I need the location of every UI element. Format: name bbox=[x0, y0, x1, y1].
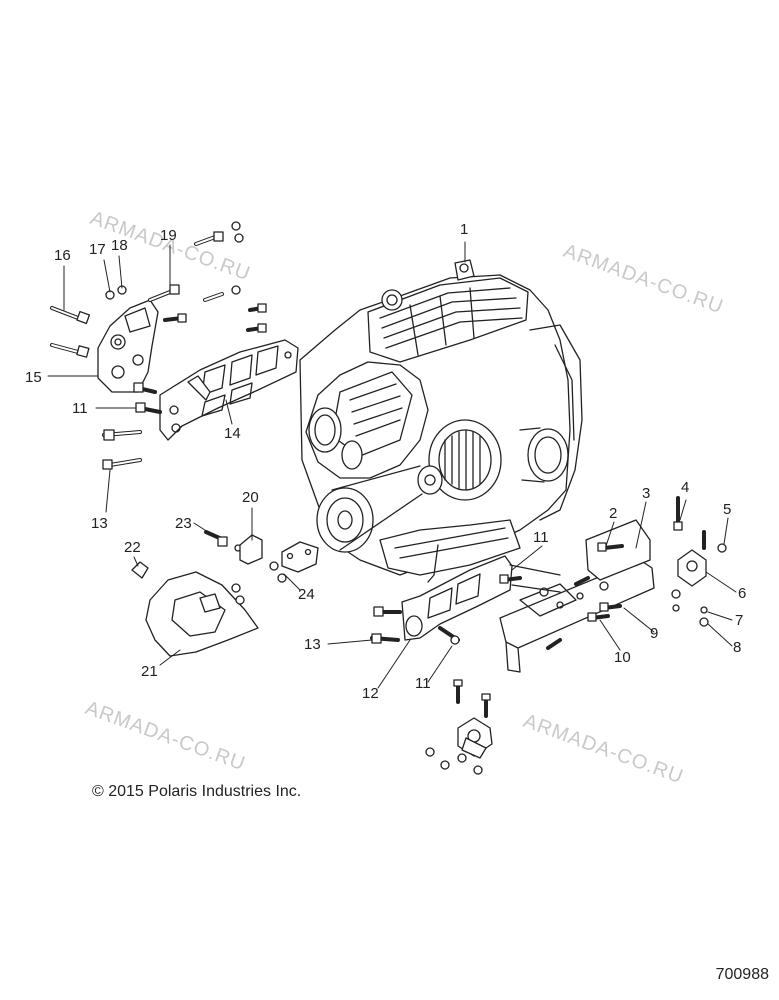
callout-8: 8 bbox=[733, 639, 742, 656]
callout-5: 5 bbox=[723, 501, 732, 518]
callout-23: 23 bbox=[175, 515, 192, 532]
callout-17: 17 bbox=[89, 241, 106, 258]
callout-13-right: 13 bbox=[304, 636, 321, 653]
callout-11-left: 11 bbox=[72, 400, 88, 417]
cross-member bbox=[499, 519, 655, 673]
callout-4: 4 bbox=[681, 479, 690, 496]
heat-shield bbox=[131, 530, 319, 657]
engine-mount-isolators bbox=[425, 549, 707, 775]
callout-7: 7 bbox=[735, 612, 744, 629]
callout-24: 24 bbox=[298, 586, 315, 603]
callout-13-left: 13 bbox=[91, 515, 108, 532]
callout-14: 14 bbox=[224, 425, 241, 442]
callout-12: 12 bbox=[362, 685, 379, 702]
callout-20: 20 bbox=[242, 489, 259, 506]
callout-3: 3 bbox=[642, 485, 651, 502]
callout-11-bottom: 11 bbox=[415, 675, 431, 692]
callout-9: 9 bbox=[650, 625, 659, 642]
leader-lines bbox=[47, 241, 737, 689]
callout-10: 10 bbox=[614, 649, 631, 666]
figure-id: 700988 bbox=[715, 966, 769, 983]
callout-2: 2 bbox=[609, 505, 618, 522]
callout-15: 15 bbox=[25, 369, 42, 386]
fasteners-right bbox=[453, 496, 727, 718]
callout-21: 21 bbox=[141, 663, 158, 680]
callout-11-right: 11 bbox=[533, 529, 549, 546]
left-mount-bracket bbox=[97, 299, 299, 441]
callout-1: 1 bbox=[460, 221, 469, 238]
fasteners-left bbox=[50, 221, 267, 470]
callout-16: 16 bbox=[54, 247, 71, 264]
callout-22: 22 bbox=[124, 539, 141, 556]
callout-6: 6 bbox=[738, 585, 747, 602]
right-mount-bracket bbox=[370, 555, 513, 645]
callout-18: 18 bbox=[111, 237, 128, 254]
copyright-notice: © 2015 Polaris Industries Inc. bbox=[92, 783, 302, 800]
callout-19: 19 bbox=[160, 227, 177, 244]
engine-assembly bbox=[299, 259, 583, 583]
